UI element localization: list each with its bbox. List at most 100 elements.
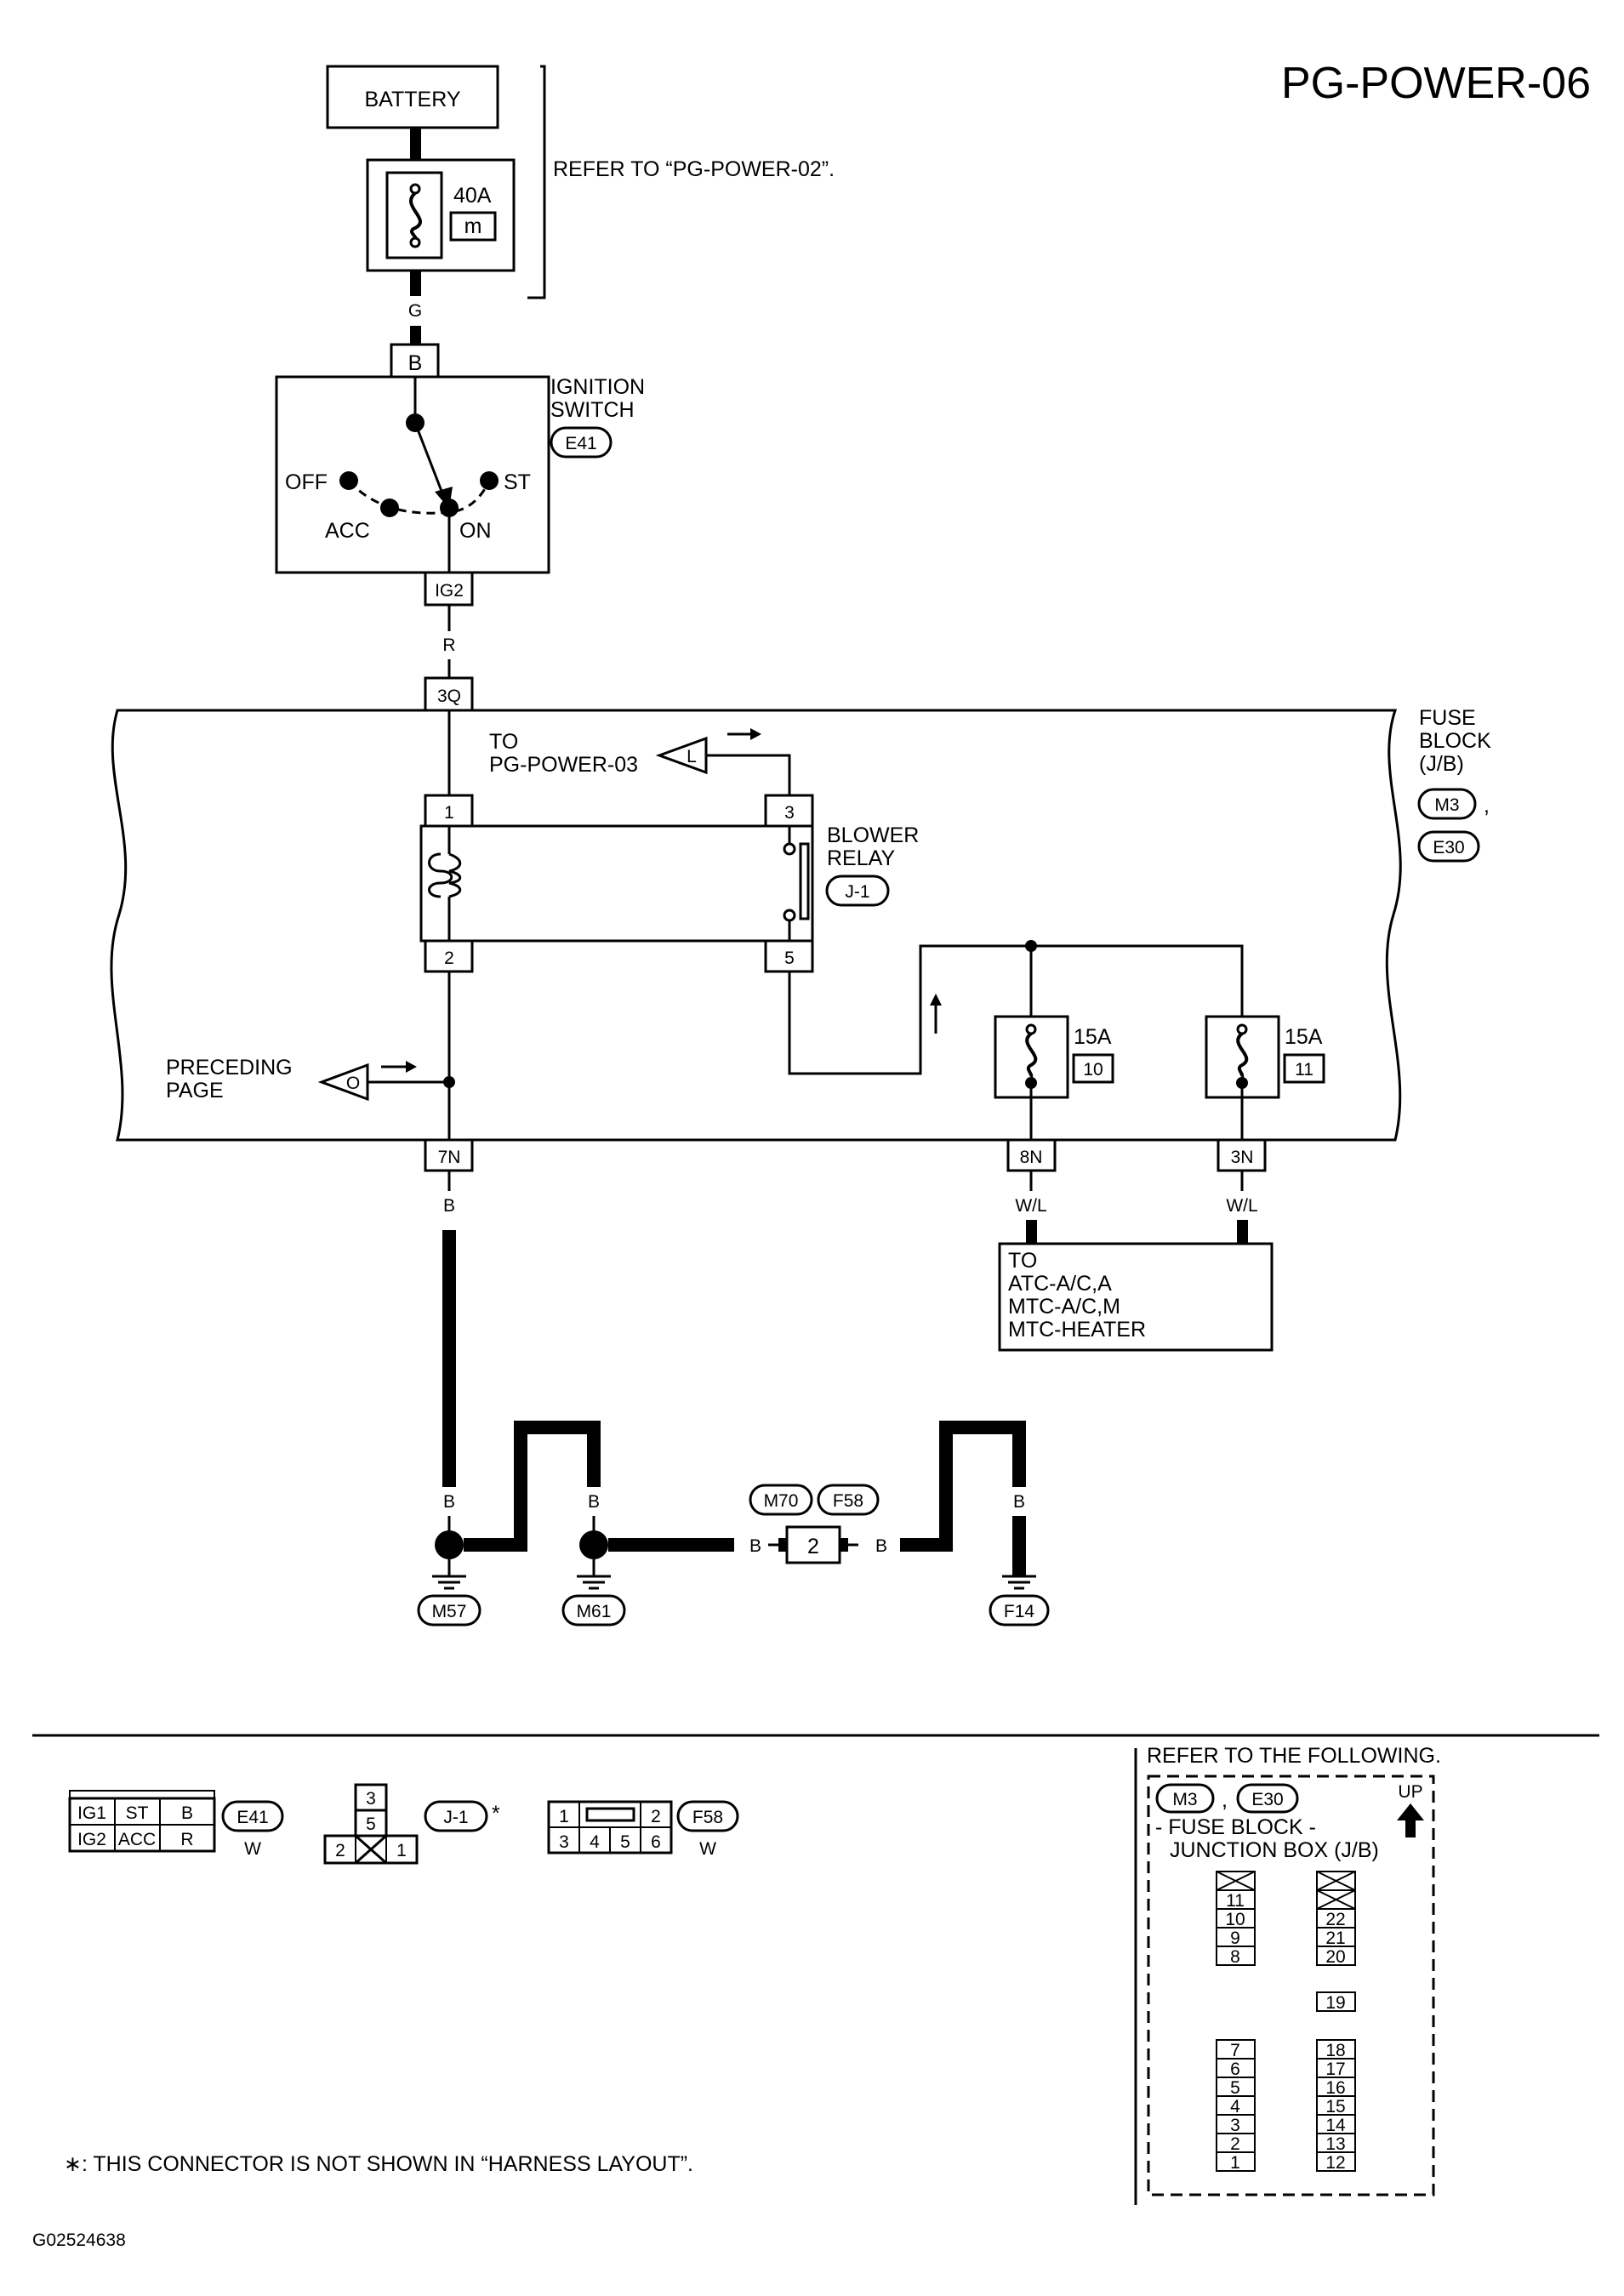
jb-cell-12: 12 [1325,2153,1345,2173]
jb-cell-10: 10 [1225,1910,1245,1929]
wire-joint-to-f14 [900,1421,1026,1552]
wire-relay-3-to-l [706,754,791,795]
terminal-b-label: B [408,351,423,375]
ground-point-m57 [435,1530,464,1559]
jb-cell-19: 19 [1325,1993,1345,2013]
preceding-page-marker-label: O [346,1074,360,1093]
to-pg-power-03-line1: TO [489,730,518,754]
wire-b-label-jumper-2: B [588,1492,600,1512]
to-box [998,1242,1274,1352]
jb-cell-14: 14 [1325,2116,1346,2135]
e41-cell-st: ST [126,1803,149,1823]
f58-pin-1: 1 [559,1807,569,1826]
wire-g-bottom [410,326,421,345]
refer-box-up-label: UP [1398,1782,1422,1802]
j1-pin-1: 1 [396,1841,407,1860]
blower-relay-connector-badge [825,875,890,907]
up-arrow-icon [1397,1803,1424,1837]
blower-relay-connector: J-1 [845,882,869,902]
jb-cell-6: 6 [1230,2060,1240,2079]
refer-note: REFER TO “PG-POWER-02”. [553,157,835,181]
relay-pin-3-label: 3 [784,803,795,823]
wire-b-label-7n: B [443,1196,455,1216]
refer-box-connector-1: M3 [1172,1790,1197,1809]
wire-wl-label-2: W/L [1226,1196,1257,1216]
wire-g-top [410,271,421,296]
relay-pin-2-label: 2 [444,949,454,968]
fuse-block-title-3: (J/B) [1419,752,1464,776]
fuse-10-rating: 15A [1074,1025,1112,1049]
position-off: OFF [285,470,328,494]
fusible-link-rating: 40A [453,184,492,208]
wire-wl-label-1: W/L [1015,1196,1046,1216]
jb-cell-11: 11 [1226,1891,1245,1911]
figure-id: G02524638 [32,2230,126,2250]
refer-box-connector-2: E30 [1251,1790,1283,1809]
fusible-link-40a: 40A m [366,158,516,272]
ground-jumper [464,1421,601,1552]
to-box-line4: MTC-HEATER [1008,1318,1146,1342]
fusible-link-id: m [464,214,482,238]
ignition-connector-badge [550,426,613,459]
to-pg-power-03-line2: PG-POWER-03 [489,753,638,777]
wire-wl-2 [1237,1220,1248,1244]
refer-bracket [527,65,546,299]
terminal-ig2-label: IG2 [435,581,464,601]
fuse-10-number: 10 [1083,1060,1103,1080]
fuse-block-connector-2-badge [1417,830,1480,863]
jb-cell-17: 17 [1325,2060,1345,2079]
ground-wire-main [442,1230,456,1487]
j1-pin-5: 5 [366,1815,376,1834]
f58-legend-id: F58 [692,1808,723,1827]
jb-cell-8: 8 [1230,1947,1240,1967]
to-pg-power-03-marker [655,736,708,775]
blower-relay: 1 3 2 5 [419,794,814,973]
joint-connector-f58-badge [817,1484,880,1516]
relay-switch-contact [799,842,810,920]
terminal-8n-label: 8N [1020,1148,1043,1167]
footnote: ∗: THIS CONNECTOR IS NOT SHOWN IN “HARNE… [64,2152,693,2176]
wire-r-label: R [442,635,455,655]
wire-wl-1 [1026,1220,1037,1244]
refer-box-comma: , [1222,1788,1228,1812]
joint-connector-pin: 2 [807,1535,819,1558]
st-dot [480,471,499,490]
preceding-page-line1: PRECEDING [166,1056,293,1080]
jb-cell-9: 9 [1230,1929,1240,1948]
refer-box-line1: - FUSE BLOCK - [1155,1815,1316,1839]
splice-fuses [1025,940,1037,952]
j1-pin-2: 2 [335,1841,345,1860]
blower-relay-title-1: BLOWER [827,823,919,847]
joint-connector-f58: F58 [833,1491,863,1511]
battery-wire [410,128,421,160]
e41-cell-r: R [180,1830,193,1849]
wire-b-label-joint-right: B [875,1536,887,1556]
to-pg-power-03-marker-label: L [687,747,697,766]
joint-connector-m70: M70 [764,1491,799,1511]
jb-cell-13: 13 [1325,2134,1345,2154]
fuse-block-title-2: BLOCK [1419,729,1491,753]
ground-m57-badge [417,1594,482,1627]
wire-b-label-f14-1: B [940,1492,952,1512]
ground-m61-badge [561,1594,626,1627]
jb-cell-3: 3 [1230,2116,1240,2135]
ground-m61: M61 [577,1602,612,1621]
wire-b-label-f14-2: B [1013,1492,1025,1512]
f58-pin-5: 5 [620,1832,630,1852]
relay-pin-5-label: 5 [784,949,795,968]
refer-box-line2: JUNCTION BOX (J/B) [1170,1838,1379,1862]
relay-pin-1-label: 1 [444,803,454,823]
fuse-11-rating: 15A [1285,1025,1323,1049]
fuse-11-number: 11 [1295,1060,1313,1080]
jb-cell-21: 21 [1325,1929,1345,1948]
ignition-title-1: IGNITION [550,375,645,399]
ground-m57: M57 [432,1602,467,1621]
jb-cell-5: 5 [1230,2078,1240,2098]
wire-relay-5-to-fuses [788,944,1244,1075]
jb-cell-20: 20 [1325,1947,1345,1967]
refer-box-column-b: 22 21 20 19 18 17 16 15 14 13 12 [1316,1871,1356,2173]
fuse-11: 15A 11 [1205,1015,1325,1140]
to-box-line3: MTC-A/C,M [1008,1295,1120,1319]
